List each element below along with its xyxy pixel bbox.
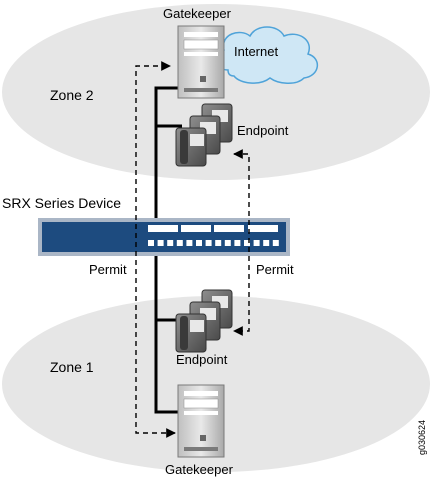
srx-port — [181, 225, 211, 232]
srx-port — [253, 240, 260, 246]
srx-port — [148, 240, 154, 246]
srx-port — [176, 240, 183, 246]
internet-label: Internet — [234, 44, 278, 59]
srx-port — [244, 240, 250, 246]
srx-port — [272, 240, 279, 246]
srx-port — [196, 240, 202, 246]
srx-device — [38, 218, 290, 256]
bottom-gatekeeper-server-icon — [177, 384, 225, 458]
srx-port — [167, 240, 174, 246]
bottom-endpoint-phone-icon — [175, 289, 233, 353]
srx-port — [263, 240, 270, 246]
bottom-endpoint-label: Endpoint — [176, 352, 228, 367]
srx-port — [186, 240, 193, 246]
srx-device-label: SRX Series Device — [2, 195, 121, 211]
internet-cloud-icon — [215, 26, 318, 84]
endpoint-permit-flow — [233, 149, 250, 336]
zone-2-label: Zone 2 — [50, 87, 94, 103]
top-gatekeeper-label: Gatekeeper — [163, 6, 232, 21]
srx-port — [157, 240, 164, 246]
srx-port — [148, 225, 178, 232]
top-endpoint-phone-icon — [175, 103, 233, 167]
gatekeeper-permit-flow — [135, 61, 176, 438]
zone-1-area — [2, 296, 430, 472]
zone-1-label: Zone 1 — [50, 359, 94, 375]
srx-port — [205, 240, 212, 246]
bottom-gatekeeper-label: Gatekeeper — [165, 462, 234, 477]
srx-port — [248, 225, 278, 232]
srx-port — [214, 225, 244, 232]
srx-port — [234, 240, 241, 246]
permit-left-label: Permit — [89, 262, 127, 277]
top-gatekeeper-server-icon — [177, 25, 225, 99]
srx-port — [215, 240, 222, 246]
top-endpoint-label: Endpoint — [237, 123, 289, 138]
figure-id: g030624 — [417, 420, 427, 455]
permit-right-label: Permit — [256, 262, 294, 277]
permit-flows — [135, 61, 250, 438]
srx-port — [224, 240, 231, 246]
